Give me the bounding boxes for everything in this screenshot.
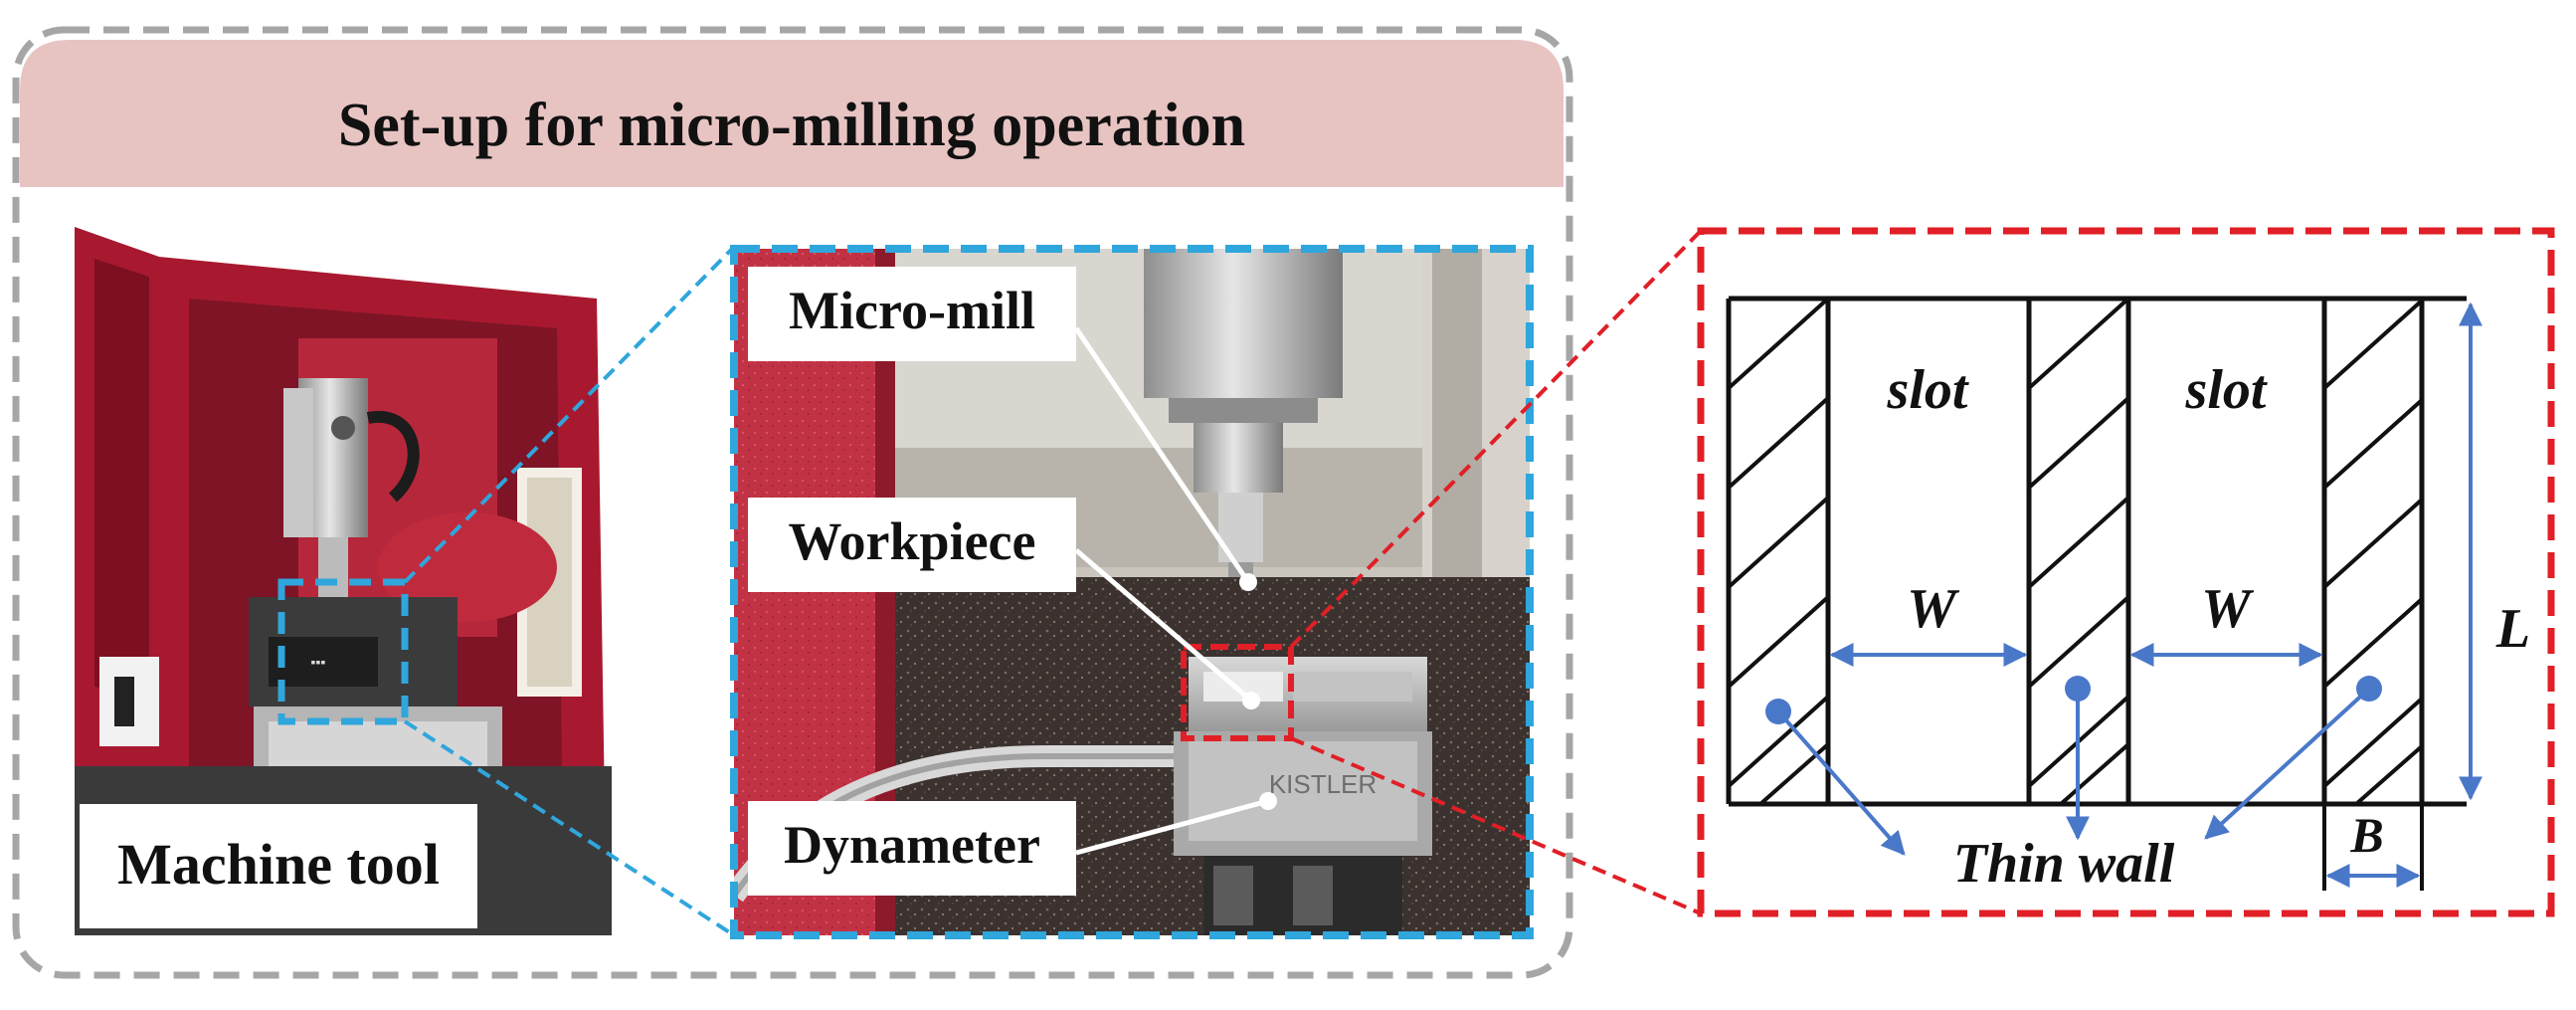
machine-tool-label-box bbox=[80, 804, 477, 928]
workpiece-leader-dot bbox=[1242, 692, 1260, 709]
title-banner bbox=[20, 40, 1564, 187]
wall-hatching-middle bbox=[2027, 297, 2130, 806]
wall-hatching-left bbox=[1727, 297, 1830, 806]
closeup-frame bbox=[730, 245, 1534, 939]
micro-mill-leader bbox=[1073, 326, 1251, 584]
machine-zoom-region bbox=[277, 578, 409, 725]
thin-wall-pointer-left bbox=[1776, 709, 1906, 856]
setup-title: Set-up for micro-milling operation bbox=[338, 92, 1245, 159]
wall-hatching-right bbox=[2322, 299, 2424, 806]
dynameter-label: Dynameter bbox=[784, 815, 1040, 875]
width-label-right: W bbox=[2201, 578, 2255, 640]
machine-tool-label: Machine tool bbox=[117, 832, 440, 897]
length-label: L bbox=[2495, 598, 2530, 660]
dynameter-leader-dot bbox=[1259, 792, 1277, 810]
thin-wall-label: Thin wall bbox=[1953, 833, 2175, 895]
wall-thickness-label: B bbox=[2349, 807, 2383, 863]
workpiece-label-box bbox=[748, 498, 1076, 592]
schematic-connector-top bbox=[1289, 229, 1703, 649]
slot-label-left: slot bbox=[1887, 359, 1969, 421]
slot-label-right: slot bbox=[2185, 359, 2268, 421]
svg-text:▪▪▪: ▪▪▪ bbox=[311, 654, 326, 670]
workpiece-label: Workpiece bbox=[789, 511, 1036, 571]
dynameter-leader bbox=[1075, 798, 1269, 856]
schematic-connector-bottom bbox=[1290, 736, 1702, 915]
workpiece-leader bbox=[1074, 548, 1253, 703]
thin-wall-pointer-right bbox=[2204, 687, 2371, 840]
setup-outer-frame bbox=[12, 26, 1573, 979]
thin-wall-schematic bbox=[1726, 296, 2467, 807]
micro-mill-label-box bbox=[748, 267, 1076, 361]
micro-mill-leader-dot bbox=[1239, 573, 1257, 591]
dynameter-label-box bbox=[748, 801, 1076, 896]
zoom-connector-top bbox=[403, 245, 736, 584]
width-label-left: W bbox=[1907, 578, 1960, 640]
micro-mill-label: Micro-mill bbox=[789, 281, 1035, 340]
workpiece-zoom-region bbox=[1181, 644, 1294, 741]
dynamometer-brand: KISTLER bbox=[1269, 769, 1377, 799]
